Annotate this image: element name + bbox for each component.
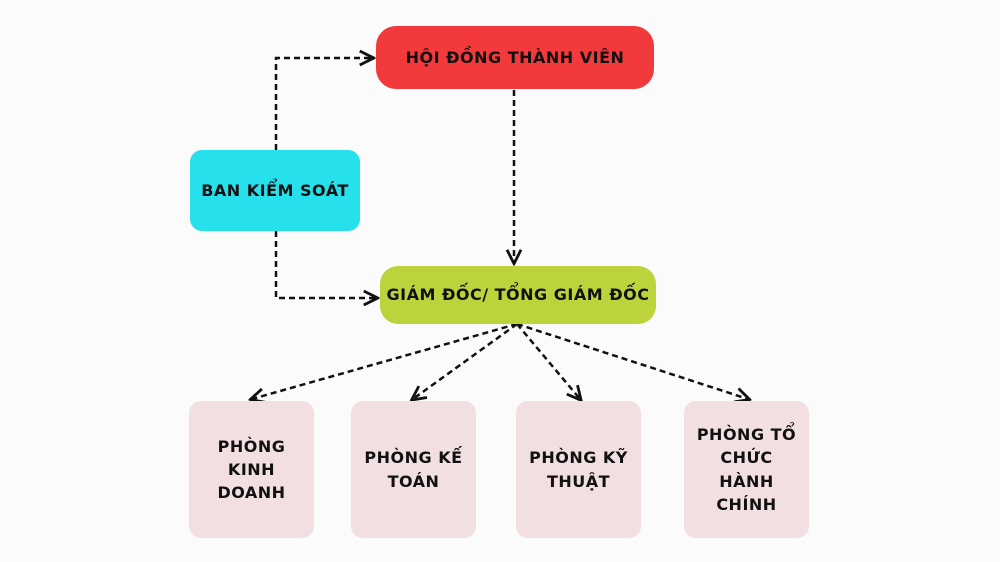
members-council-label: HỘI ĐỒNG THÀNH VIÊN bbox=[405, 47, 625, 67]
accounting-department-node: PHÒNG KẾ TOÁN bbox=[351, 401, 476, 538]
connector-director-to-admin bbox=[516, 322, 748, 399]
connector-supervisory-to-council bbox=[274, 58, 372, 150]
technical-department-node: PHÒNG KỸ THUẬT bbox=[516, 401, 641, 538]
accounting-department-label: PHÒNG KẾ TOÁN bbox=[364, 448, 463, 491]
members-council-node: HỘI ĐỒNG THÀNH VIÊN bbox=[376, 26, 654, 89]
admin-department-node: PHÒNG TỔ CHỨC HÀNH CHÍNH bbox=[684, 401, 809, 538]
connector-director-to-technical bbox=[516, 323, 580, 399]
supervisory-board-node: BAN KIỂM SOÁT bbox=[190, 150, 360, 231]
admin-department-label: PHÒNG TỔ CHỨC HÀNH CHÍNH bbox=[696, 425, 797, 514]
connector-supervisory-to-director bbox=[274, 231, 376, 298]
sales-department-node: PHÒNG KINH DOANH bbox=[189, 401, 314, 538]
director-label: GIÁM ĐỐC/ TỔNG GIÁM ĐỐC bbox=[386, 285, 650, 305]
connector-director-to-accounting bbox=[413, 322, 518, 399]
supervisory-board-label: BAN KIỂM SOÁT bbox=[201, 180, 349, 200]
technical-department-label: PHÒNG KỸ THUẬT bbox=[529, 448, 628, 491]
sales-department-label: PHÒNG KINH DOANH bbox=[217, 436, 286, 503]
director-node: GIÁM ĐỐC/ TỔNG GIÁM ĐỐC bbox=[380, 266, 656, 324]
connector-director-to-sales bbox=[252, 322, 518, 399]
